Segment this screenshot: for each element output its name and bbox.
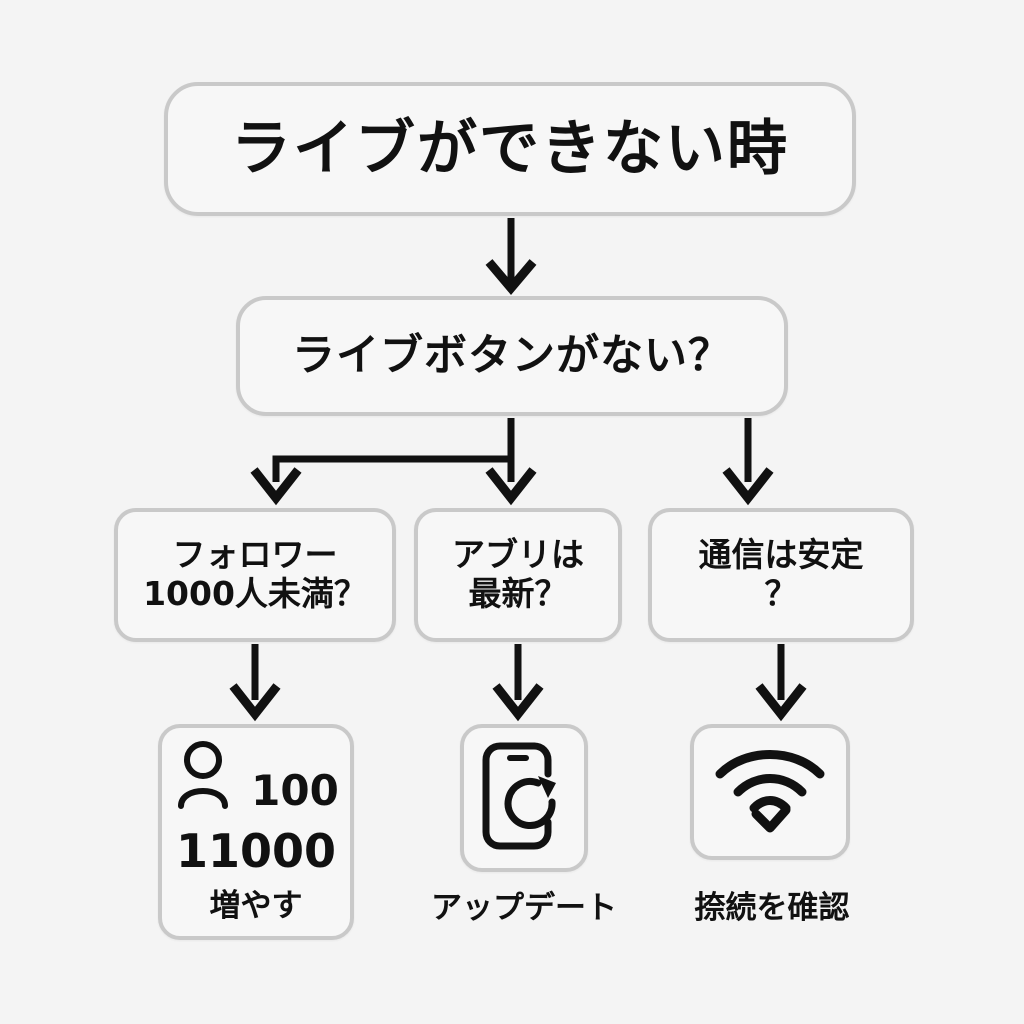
node-title-label: ライブができない時 [231,113,789,184]
phone-refresh-icon [476,738,572,858]
connector-livebutton-to-followers [250,418,515,506]
node-network-line2: ？ [764,574,798,613]
result-update-caption: アップデート [431,890,617,926]
node-followers-question[interactable]: フォロワー 1000人未満？ [114,508,396,642]
wifi-check-icon [712,744,828,840]
connector-livebutton-to-network [722,418,774,506]
result-followers-box[interactable]: 100 11000 増やす [158,724,354,940]
node-app-version-question[interactable]: アブリは 最新？ [414,508,622,642]
node-live-button-label: ライブボタンがない？ [292,330,732,381]
result-followers-inner: 100 11000 増やす [162,728,350,936]
connector-network-to-result [755,644,807,722]
node-followers-line1: フォロワー [172,535,338,575]
person-icon [173,740,249,818]
result-followers-label: 増やす [209,888,303,924]
result-update-box[interactable] [460,724,588,872]
node-live-button-question[interactable]: ライブボタンがない？ [236,296,788,416]
result-followers-icon-row: 100 [162,740,350,818]
connector-livebutton-to-appver [485,418,537,506]
connector-appver-to-result [492,644,544,722]
connector-followers-to-result [229,644,281,722]
node-followers-line2: 1000人未満？ [143,574,367,613]
node-app-version-line2: 最新？ [468,574,568,613]
result-followers-number-bottom: 11000 [175,824,337,878]
result-network-caption: 捺続を碓認 [694,890,850,926]
result-network-box[interactable] [690,724,850,860]
node-network-line1: 通信は安定 [698,535,864,575]
node-title[interactable]: ライブができない時 [164,82,856,216]
node-network-question[interactable]: 通信は安定 ？ [648,508,914,642]
result-followers-number-top: 100 [251,765,339,815]
node-app-version-line1: アブリは [452,535,584,575]
connector-title-to-livebutton [485,218,537,295]
